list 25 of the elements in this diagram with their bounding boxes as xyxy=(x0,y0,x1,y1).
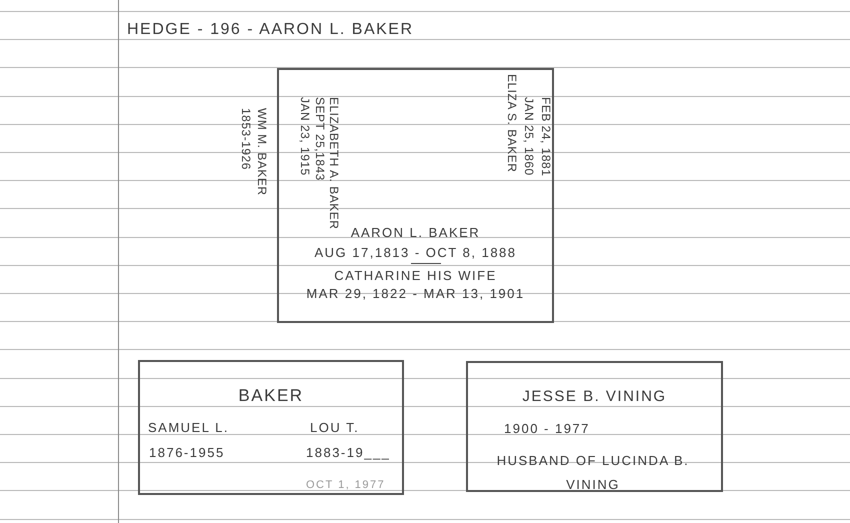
date-text: 1853-1926 xyxy=(239,108,253,170)
date-text: FEB 24, 1881 xyxy=(539,97,553,176)
date-text: 1883-19___ xyxy=(306,446,390,460)
plot-box xyxy=(466,361,723,492)
date-text: JAN 25, 1860 xyxy=(522,97,536,176)
name-text: ELIZA S. BAKER xyxy=(505,74,519,172)
title: HEDGE - 196 - AARON L. BAKER xyxy=(127,23,414,37)
name-text: CATHARINE HIS WIFE xyxy=(333,269,498,283)
name-text: WM M. BAKER xyxy=(255,108,269,196)
plot-box xyxy=(277,68,554,323)
date-text: SEPT 25,1843 xyxy=(313,97,327,181)
inscription-text: HUSBAND OF LUCINDA B. VINING xyxy=(496,452,690,494)
name-text: ELIZABETH A. BAKER xyxy=(327,97,341,230)
date-text: 1876-1955 xyxy=(149,446,225,460)
name-text: SAMUEL L. xyxy=(148,421,229,435)
date-text: AUG 17,1813 - OCT 8, 1888 xyxy=(313,246,518,260)
plot-box xyxy=(138,360,404,495)
name-text: JESSE B. VINING xyxy=(521,390,668,404)
date-text: 1900 - 1977 xyxy=(504,422,590,436)
name-text: LOU T. xyxy=(310,421,360,435)
family-name: BAKER xyxy=(237,389,305,403)
date-text: MAR 29, 1822 - MAR 13, 1901 xyxy=(305,287,526,301)
date-text: JAN 23, 1915 xyxy=(298,97,312,176)
note-text: OCT 1, 1977 xyxy=(306,478,386,492)
name-text: AARON L. BAKER xyxy=(350,226,482,240)
